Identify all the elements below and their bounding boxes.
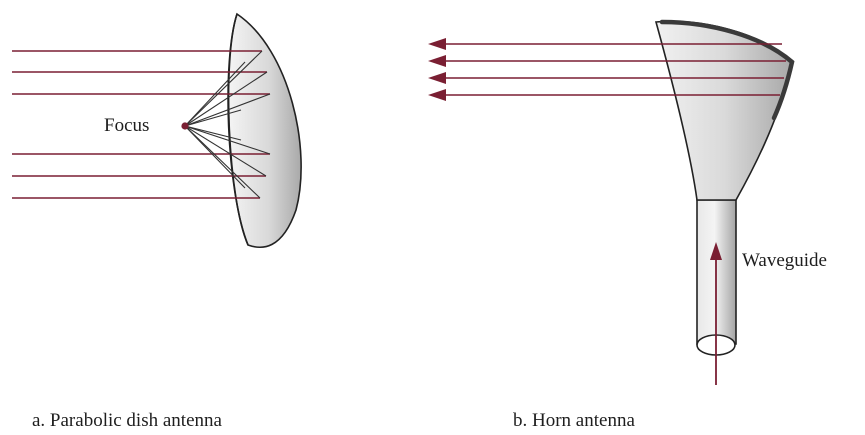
reflected-rays — [184, 50, 271, 199]
focus-label: Focus — [104, 115, 150, 136]
parabolic-dish-reflector — [227, 12, 302, 249]
waveguide-label: Waveguide — [742, 250, 827, 271]
caption-parabolic-dish: a. Parabolic dish antenna — [32, 410, 222, 431]
reflected-ray — [184, 125, 242, 141]
arrowhead-icon — [428, 55, 446, 67]
reflected-ray — [184, 61, 246, 127]
arrowhead-icon — [428, 89, 446, 101]
outgoing-rays — [440, 43, 786, 96]
outgoing-ray-arrowheads — [428, 38, 446, 101]
reflected-ray — [184, 125, 267, 177]
horn-aperture-rim — [659, 19, 795, 121]
parabolic-dish-antenna — [12, 12, 302, 249]
reflected-ray — [184, 50, 263, 127]
focus-point — [181, 122, 189, 130]
reflected-ray — [184, 71, 268, 127]
incoming-rays — [12, 50, 270, 199]
reflected-ray — [184, 93, 271, 127]
horn-antenna — [428, 19, 795, 385]
reflected-ray — [184, 125, 271, 155]
reflected-ray — [184, 125, 246, 189]
reflected-ray — [184, 109, 242, 127]
caption-horn-antenna: b. Horn antenna — [513, 410, 635, 431]
up-arrow-icon — [710, 242, 722, 260]
arrowhead-icon — [428, 72, 446, 84]
arrowhead-icon — [428, 38, 446, 50]
dish-rim — [227, 13, 249, 246]
reflected-ray — [184, 125, 261, 199]
waveguide-arrow — [710, 242, 722, 385]
